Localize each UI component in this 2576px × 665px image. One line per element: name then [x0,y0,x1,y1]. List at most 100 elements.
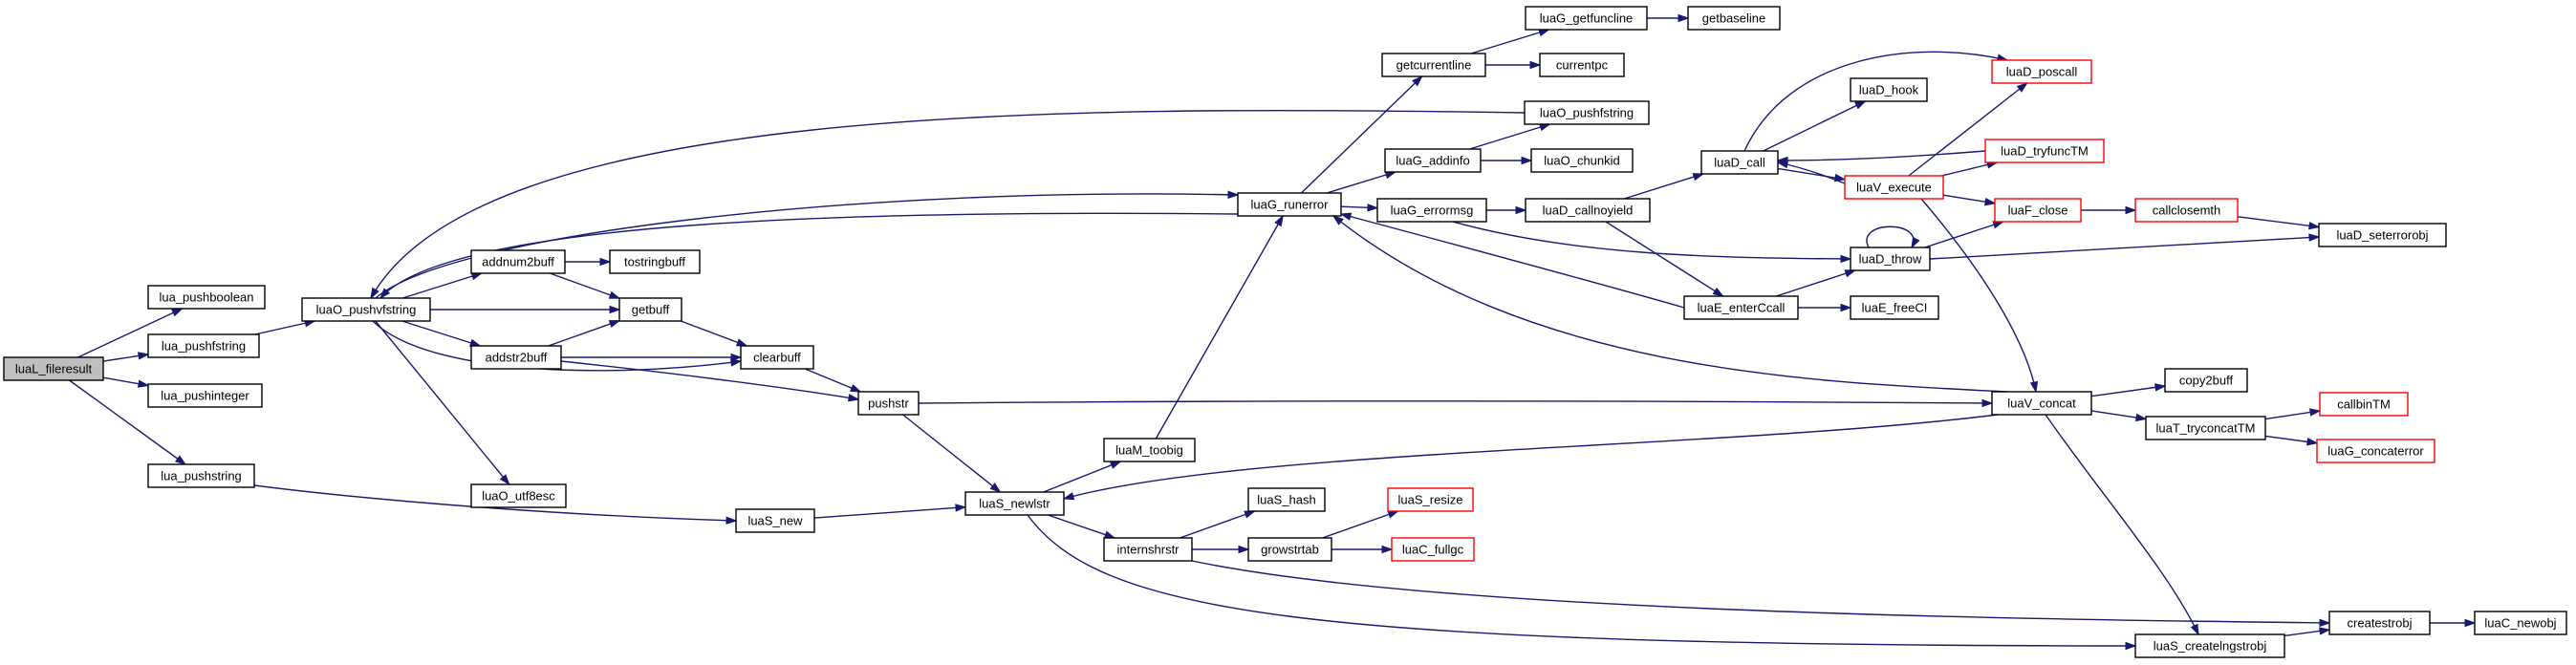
node-label: luaO_chunkid [1544,154,1620,168]
node-luao-pushfstring[interactable]: luaO_pushfstring [1524,100,1650,125]
edge-luav-concat-to-luag-runerror [1331,215,2008,393]
edge-luav-execute-to-luad-tryfunctm [1941,161,1999,177]
node-luao-pushvfstring[interactable]: luaO_pushvfstring [301,297,431,322]
node-box [2164,368,2248,393]
edge-luav-concat-to-luas-newlstr [1062,414,1999,501]
node-box [1237,192,1342,217]
node-internshrstr[interactable]: internshrstr [1103,537,1193,562]
node-lua-pushstring[interactable]: lua_pushstring [147,463,255,488]
node-luag-getfuncline[interactable]: luaG_getfuncline [1525,6,1648,31]
node-lua-pushfstring[interactable]: lua_pushfstring [147,333,260,358]
node-luas-hash[interactable]: luaS_hash [1247,487,1326,512]
node-luat-tryconcattm[interactable]: luaT_tryconcatTM [2145,416,2266,440]
node-luav-execute[interactable]: luaV_execute [1844,175,1944,200]
node-luad-tryfunctm[interactable]: luaD_tryfuncTM [1984,139,2105,163]
edge-luag-addinfo-to-luao-chunkid [1481,156,1533,165]
edge-luad-call-to-luav-execute [1777,167,1847,182]
node-box [1850,247,1931,271]
edge-luad-callnoyield-to-luad-call [1623,173,1705,200]
node-createstrobj[interactable]: createstrobj [2328,611,2431,635]
node-box [2318,223,2447,247]
node-label: lua_pushboolean [159,290,253,305]
node-luad-seterrorobj[interactable]: luaD_seterrorobj [2318,223,2447,247]
node-luas-newlstr[interactable]: luaS_newlstr [964,491,1065,516]
node-luac-newobj[interactable]: luaC_newobj [2474,611,2567,635]
node-box [1844,175,1944,200]
node-callclosemth[interactable]: callclosemth [2134,198,2239,223]
node-label: callclosemth [2153,204,2221,218]
node-box [1700,150,1779,175]
node-box [470,345,562,370]
node-box [1387,487,1474,512]
node-label: luaV_concat [2007,397,2076,411]
edge-luas-newlstr-to-luas-createlngstrobj [1027,514,2137,651]
node-luag-concaterror[interactable]: luaG_concaterror [2316,439,2435,463]
node-box [1687,6,1781,31]
node-pushstr[interactable]: pushstr [857,391,920,416]
node-luav-concat[interactable]: luaV_concat [1991,391,2092,416]
node-getbaseline[interactable]: getbaseline [1687,6,1781,31]
node-label: luaG_addinfo [1396,154,1469,168]
edge-luaf-close-to-callclosemth [2081,205,2137,215]
node-luao-utf8esc[interactable]: luaO_utf8esc [470,483,567,508]
node-label: getbuff [632,303,670,317]
edge-luad-call-to-luad-hook [1763,100,1867,152]
node-luad-call[interactable]: luaD_call [1700,150,1779,175]
node-luag-runerror[interactable]: luaG_runerror [1237,192,1342,217]
node-luag-errormsg[interactable]: luaG_errormsg [1376,198,1487,223]
node-copy2buff[interactable]: copy2buff [2164,368,2248,393]
node-lual-fileresult[interactable]: luaL_fileresult [3,356,104,381]
edge-luao-pushfstring-to-luao-pushvfstring [370,109,1526,300]
node-addstr2buff[interactable]: addstr2buff [470,345,562,370]
node-luaf-close[interactable]: luaF_close [1994,198,2082,223]
node-lua-pushinteger[interactable]: lua_pushinteger [147,383,263,408]
node-label: getcurrentline [1396,58,1472,73]
node-luad-callnoyield[interactable]: luaD_callnoyield [1525,198,1651,223]
node-luas-createlngstrobj[interactable]: luaS_createlngstrobj [2134,633,2285,658]
node-addnum2buff[interactable]: addnum2buff [470,249,566,274]
edge-luae-enterccall-to-luad-throw [1775,269,1857,297]
node-luad-poscall[interactable]: luaD_poscall [1991,59,2092,84]
node-box [1850,77,1928,102]
node-luae-freeci[interactable]: luaE_freeCI [1850,295,1939,320]
node-label: luaS_hash [1257,493,1315,507]
node-box [470,249,566,274]
node-box [1539,53,1625,77]
node-box [1530,148,1634,173]
node-tostringbuff[interactable]: tostringbuff [609,249,701,274]
node-luad-hook[interactable]: luaD_hook [1850,77,1928,102]
node-box [147,463,255,488]
edge-luao-pushvfstring-to-addstr2buff [401,320,482,347]
node-box [1991,391,2092,416]
node-box [1391,537,1475,562]
node-luac-fullgc[interactable]: luaC_fullgc [1391,537,1475,562]
node-label: luaD_poscall [2006,65,2078,79]
edge-addstr2buff-to-pushstr [560,360,860,402]
node-luas-new[interactable]: luaS_new [735,508,815,533]
node-box [1524,100,1650,125]
node-luad-throw[interactable]: luaD_throw [1850,247,1931,271]
node-luam-toobig[interactable]: luaM_toobig [1103,438,1196,462]
edge-lual-fileresult-to-lua-pushstring [69,379,187,465]
node-lua-pushboolean[interactable]: lua_pushboolean [147,285,266,310]
node-luao-chunkid[interactable]: luaO_chunkid [1530,148,1634,173]
edge-luag-runerror-to-luao-pushvfstring [379,212,1239,300]
node-label: luaO_pushfstring [1540,106,1634,120]
node-luag-addinfo[interactable]: luaG_addinfo [1384,148,1482,173]
node-callbintm[interactable]: callbinTM [2319,392,2409,417]
node-luas-resize[interactable]: luaS_resize [1387,487,1474,512]
node-growstrtab[interactable]: growstrtab [1247,537,1332,562]
node-getcurrentline[interactable]: getcurrentline [1381,53,1486,77]
node-label: luaF_close [2008,204,2068,218]
node-label: luaD_call [1714,156,1765,170]
node-luae-enterccall[interactable]: luaE_enterCcall [1683,295,1799,320]
edge-pushstr-to-luav-concat [918,398,1994,408]
node-label: addstr2buff [486,351,548,365]
node-label: luaE_enterCcall [1698,301,1786,315]
node-currentpc[interactable]: currentpc [1539,53,1625,77]
node-label: luaC_fullgc [1402,543,1464,557]
node-getbuff[interactable]: getbuff [618,297,682,322]
node-clearbuff[interactable]: clearbuff [740,345,814,370]
edge-pushstr-to-luas-newlstr [902,414,1002,493]
